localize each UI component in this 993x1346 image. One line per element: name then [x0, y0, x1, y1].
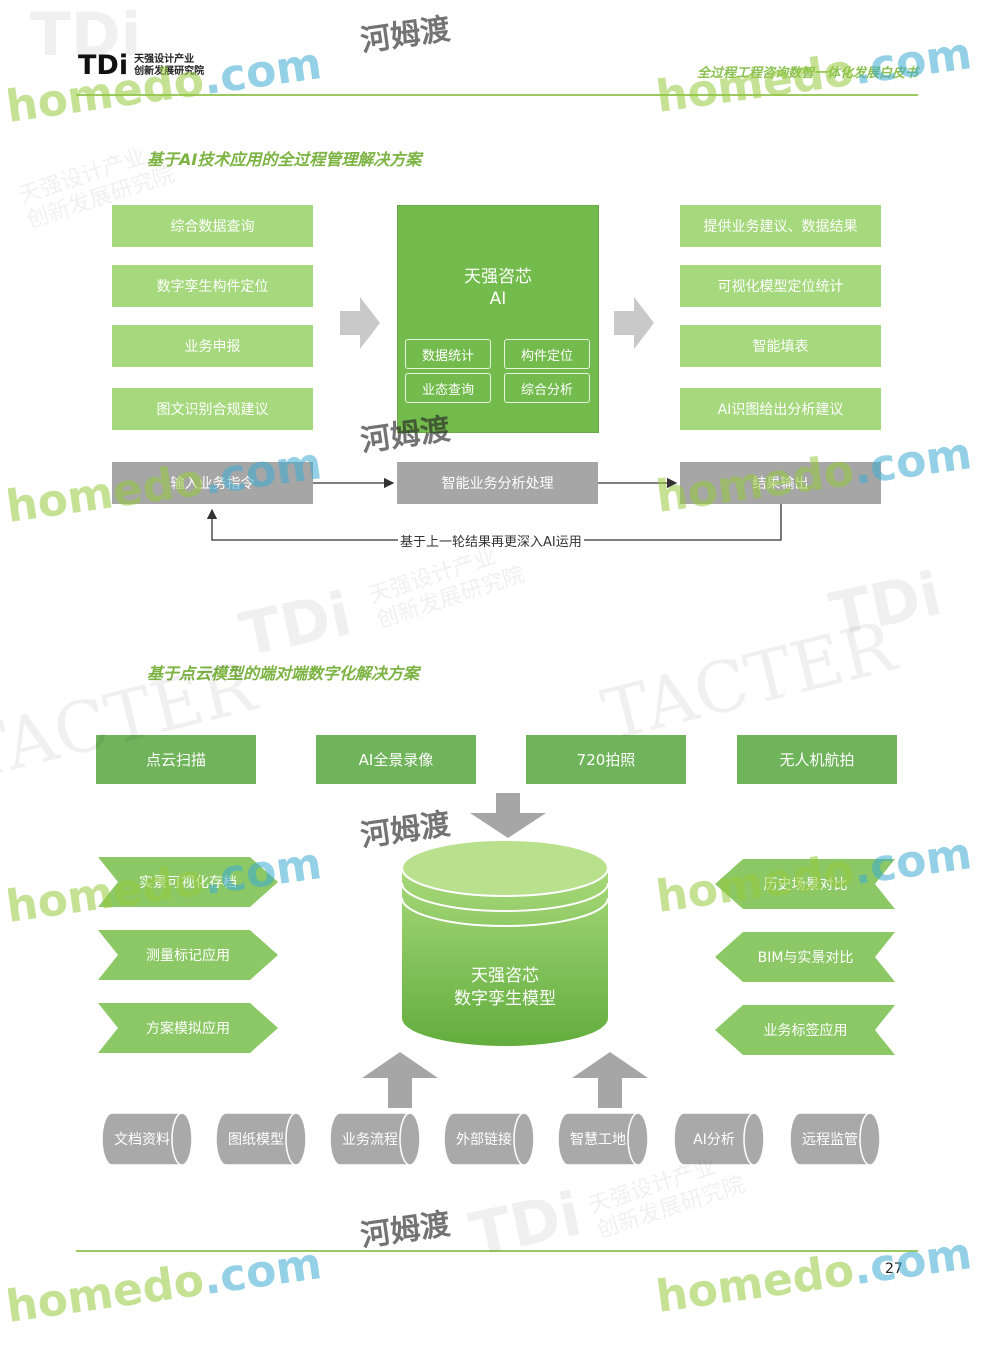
ai-core-panel: 天强咨芯 AI 数据统计 构件定位 业态查询 综合分析 — [397, 205, 599, 433]
output-box: 可视化模型定位统计 — [680, 265, 881, 307]
left-app-label: 实景可视化存档 — [139, 875, 237, 891]
homedo-watermark: homedo.com — [653, 1228, 975, 1323]
ai-function-chip: 综合分析 — [504, 373, 590, 403]
ai-core-title: 天强咨芯 AI — [398, 266, 598, 310]
bottom-input-label: 远程监管 — [802, 1132, 858, 1148]
left-app-chevrons — [98, 857, 278, 1053]
input-box: 图文识别合规建议 — [112, 388, 313, 430]
data-source-box: AI全景录像 — [316, 735, 476, 784]
page-number: 27 — [885, 1261, 903, 1277]
homedo-part: .com — [200, 1238, 325, 1306]
tdi-watermark: TDi — [233, 579, 358, 671]
bottom-input-label: 智慧工地 — [570, 1132, 626, 1148]
down-arrow-icon — [470, 793, 546, 838]
homedo-part: home — [652, 1253, 797, 1323]
data-source-box: 无人机航拍 — [737, 735, 897, 784]
up-arrow-icon — [362, 1052, 438, 1108]
footer-divider — [76, 1250, 918, 1252]
right-app-label: 历史场景对比 — [763, 877, 848, 893]
bottom-input-cylinders — [101, 1112, 881, 1166]
output-box: AI识图给出分析建议 — [680, 388, 881, 430]
ai-function-chip: 业态查询 — [405, 373, 491, 403]
digital-twin-cylinder — [401, 839, 609, 1046]
ai-function-chip: 数据统计 — [405, 339, 491, 369]
flow-step-input: 输入业务指令 — [112, 462, 313, 504]
data-source-box: 720拍照 — [526, 735, 686, 784]
bottom-input-label: 图纸模型 — [228, 1132, 284, 1148]
homedo-part: do — [138, 1254, 208, 1314]
institute-watermark-line2: 创新发展研究院 — [373, 562, 528, 634]
tdi-watermark: TDi — [463, 1179, 588, 1271]
logo-mark: TDi — [78, 50, 129, 81]
left-app-label: 方案模拟应用 — [146, 1021, 230, 1037]
right-arrow-icon — [614, 297, 654, 349]
homedo-part: home — [2, 1263, 147, 1333]
right-arrow-icon — [340, 297, 380, 349]
ai-function-chip: 构件定位 — [504, 339, 590, 369]
data-source-box: 点云扫描 — [96, 735, 256, 784]
left-app-label: 测量标记应用 — [146, 948, 230, 964]
bottom-input-label: 文档资料 — [114, 1132, 170, 1148]
input-box: 数字孪生构件定位 — [112, 265, 313, 307]
bottom-input-label: 外部链接 — [456, 1132, 512, 1148]
logo-line1: 天强设计产业 — [134, 53, 195, 65]
flow-step-process: 智能业务分析处理 — [397, 462, 598, 504]
section1-title: 基于AI技术应用的全过程管理解决方案 — [147, 150, 422, 169]
homedo-part: do — [788, 1244, 858, 1304]
homedo-watermark: homedo.com — [3, 1238, 325, 1333]
flow-connectors — [206, 477, 782, 541]
digital-twin-line2: 数字孪生模型 — [454, 989, 556, 1009]
bottom-input-label: 业务流程 — [342, 1132, 398, 1148]
ai-core-title-line1: 天强咨芯 — [464, 267, 532, 287]
input-box: 业务申报 — [112, 325, 313, 367]
feedback-loop-label: 基于上一轮结果再更深入AI运用 — [398, 531, 584, 550]
logo-line2: 创新发展研究院 — [134, 65, 205, 77]
homedo-part: .com — [850, 1228, 975, 1296]
ai-core-title-line2: AI — [489, 289, 507, 309]
institute-watermark-line2: 创新发展研究院 — [593, 1172, 748, 1244]
output-box: 智能填表 — [680, 325, 881, 367]
digital-twin-label: 天强咨芯 数字孪生模型 — [400, 965, 610, 1011]
digital-twin-line1: 天强咨芯 — [471, 966, 539, 986]
right-app-chevrons — [715, 859, 895, 1055]
tdi-watermark: TDi — [823, 559, 948, 651]
section2-title: 基于点云模型的端对端数字化解决方案 — [147, 664, 420, 683]
flow-step-output: 结果输出 — [680, 462, 881, 504]
output-box: 提供业务建议、数据结果 — [680, 205, 881, 247]
up-arrow-icon — [572, 1052, 648, 1108]
document-title: 全过程工程咨询数智一体化发展白皮书 — [696, 66, 918, 81]
institute-logo: TDi 天强设计产业 创新发展研究院 — [78, 50, 204, 81]
right-app-label: BIM与实景对比 — [757, 950, 854, 966]
input-box: 综合数据查询 — [112, 205, 313, 247]
bottom-input-label: AI分析 — [693, 1132, 735, 1148]
logo-text: 天强设计产业 创新发展研究院 — [134, 54, 204, 78]
header-divider — [76, 94, 918, 96]
hemudu-watermark: 河姆渡 — [358, 1206, 453, 1255]
right-app-label: 业务标签应用 — [763, 1023, 848, 1039]
